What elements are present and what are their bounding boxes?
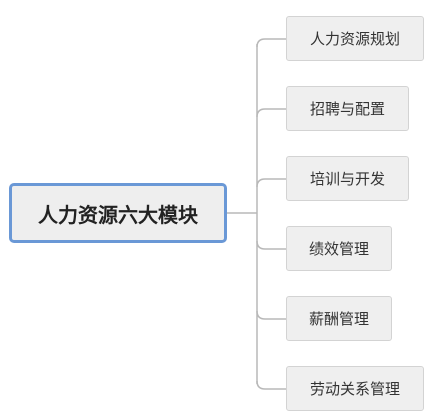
connector-child-4 [256, 310, 286, 320]
subtopic-labor-relations[interactable]: 劳动关系管理 [286, 366, 424, 411]
subtopic-label: 薪酬管理 [308, 310, 369, 328]
subtopic-performance[interactable]: 绩效管理 [286, 226, 392, 271]
connector-child-1 [256, 108, 286, 118]
subtopic-recruitment[interactable]: 招聘与配置 [286, 86, 409, 131]
subtopic-label: 人力资源规划 [309, 30, 400, 48]
connector-child-2 [256, 178, 286, 188]
subtopic-compensation[interactable]: 薪酬管理 [286, 296, 392, 341]
subtopic-label: 绩效管理 [308, 240, 369, 258]
connector-child-5 [256, 380, 286, 390]
subtopic-label: 劳动关系管理 [309, 380, 400, 398]
subtopic-label: 招聘与配置 [309, 100, 385, 118]
connector-child-3 [256, 240, 286, 250]
root-topic-label: 人力资源六大模块 [38, 202, 198, 227]
root-topic[interactable]: 人力资源六大模块 [9, 183, 227, 243]
subtopic-hr-planning[interactable]: 人力资源规划 [286, 16, 424, 61]
connector-child-0 [256, 38, 286, 48]
subtopic-label: 培训与开发 [309, 170, 385, 188]
subtopic-training[interactable]: 培训与开发 [286, 156, 409, 201]
